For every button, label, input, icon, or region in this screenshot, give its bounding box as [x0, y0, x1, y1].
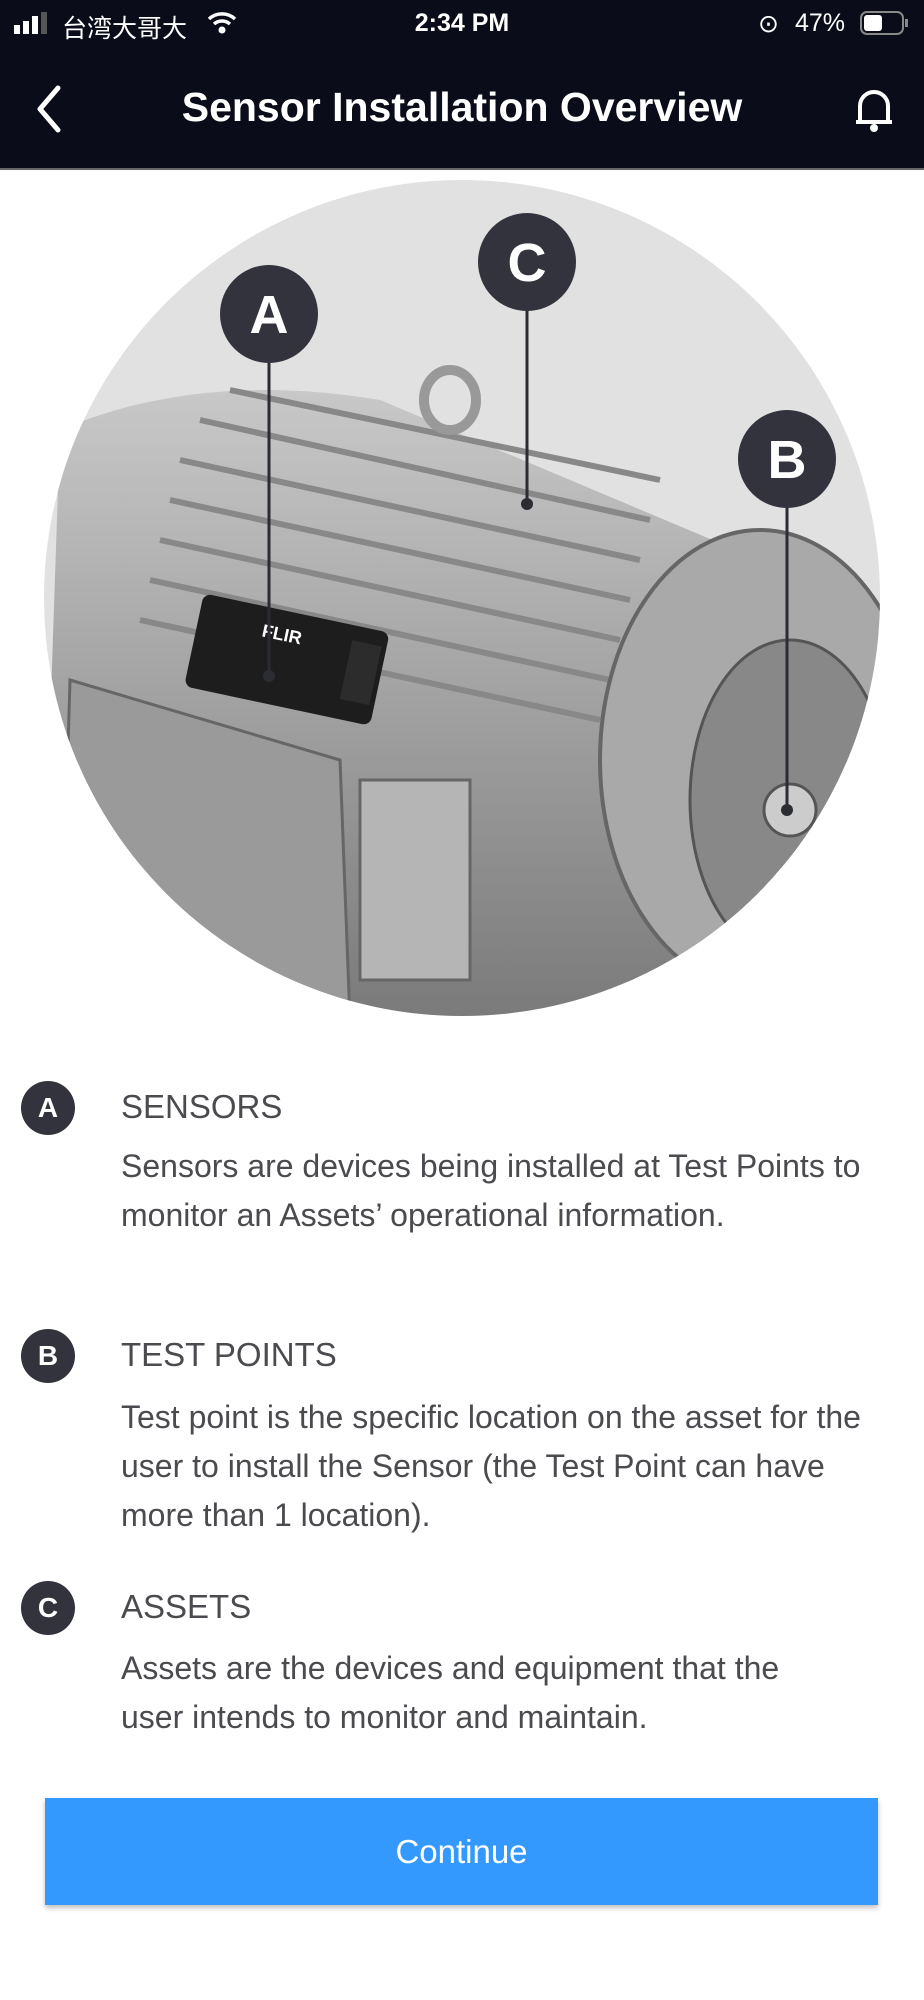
status-bar: 台湾大哥大 2:34 PM ⊙ 47%	[0, 0, 924, 48]
badge-b: B	[21, 1329, 75, 1383]
legend-title: TEST POINTS	[121, 1336, 337, 1373]
legend-description: Assets are the devices and equipment tha…	[121, 1650, 780, 1735]
page-title: Sensor Installation Overview	[181, 84, 743, 130]
carrier-name: 台湾大哥大	[62, 15, 188, 43]
nav-bar: Sensor Installation Overview	[0, 48, 924, 170]
wifi-icon	[207, 12, 237, 34]
clock: 2:34 PM	[414, 9, 510, 37]
marker-b-label: B	[768, 430, 807, 490]
badge-a: A	[21, 1081, 75, 1135]
back-button[interactable]	[32, 84, 66, 134]
legend-title: SENSORS	[121, 1088, 283, 1125]
marker-c-label: C	[508, 233, 547, 293]
continue-button[interactable]: Continue	[45, 1798, 878, 1905]
bell-icon[interactable]	[852, 84, 896, 134]
battery-icon	[860, 11, 908, 35]
marker-b	[738, 410, 836, 508]
marker-a	[220, 265, 318, 363]
marker-c	[478, 213, 576, 311]
legend-title: ASSETS	[121, 1588, 252, 1625]
signal-icon	[14, 12, 47, 34]
rotation-lock-icon: ⊙	[758, 10, 779, 38]
badge-c: C	[21, 1581, 75, 1635]
motor-image: FLIR	[44, 365, 880, 1016]
legend-description: Sensors are devices being installed at T…	[121, 1148, 861, 1233]
motor-illustration: FLIR A C B	[0, 172, 924, 1052]
marker-a-label: A	[250, 285, 289, 345]
legend-description: Test point is the specific location on t…	[121, 1399, 861, 1533]
battery-percent: 47%	[795, 9, 846, 37]
